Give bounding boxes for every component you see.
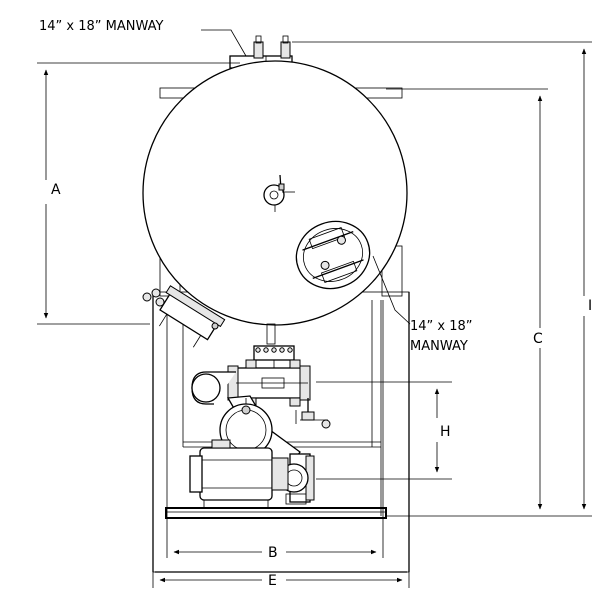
dimension-h: H — [316, 381, 452, 480]
dimension-a-label: A — [51, 182, 61, 198]
dimension-i-label: I — [588, 298, 592, 314]
dimension-e-label: E — [268, 573, 277, 589]
dimension-b: B — [166, 516, 384, 561]
top-manway-label: 14” x 18” MANWAY — [39, 19, 164, 34]
side-manway-leader — [372, 255, 411, 325]
center-gauge — [263, 174, 295, 212]
left-nozzle — [159, 285, 226, 348]
top-manway-leader — [201, 29, 247, 57]
dimension-c: C — [386, 88, 548, 510]
motor — [189, 439, 289, 509]
dimension-h-label: H — [440, 424, 451, 440]
valve-cluster — [142, 288, 219, 330]
dimension-e: E — [152, 572, 410, 589]
dimension-c-label: C — [533, 331, 543, 347]
dimension-i: I — [292, 41, 592, 517]
dimension-a: A — [37, 62, 240, 325]
side-manway-label-line1: 14” x 18” — [410, 319, 473, 334]
side-manway-label-line2: MANWAY — [410, 339, 468, 354]
dimension-b-label: B — [268, 545, 278, 561]
side-manway — [295, 220, 371, 290]
